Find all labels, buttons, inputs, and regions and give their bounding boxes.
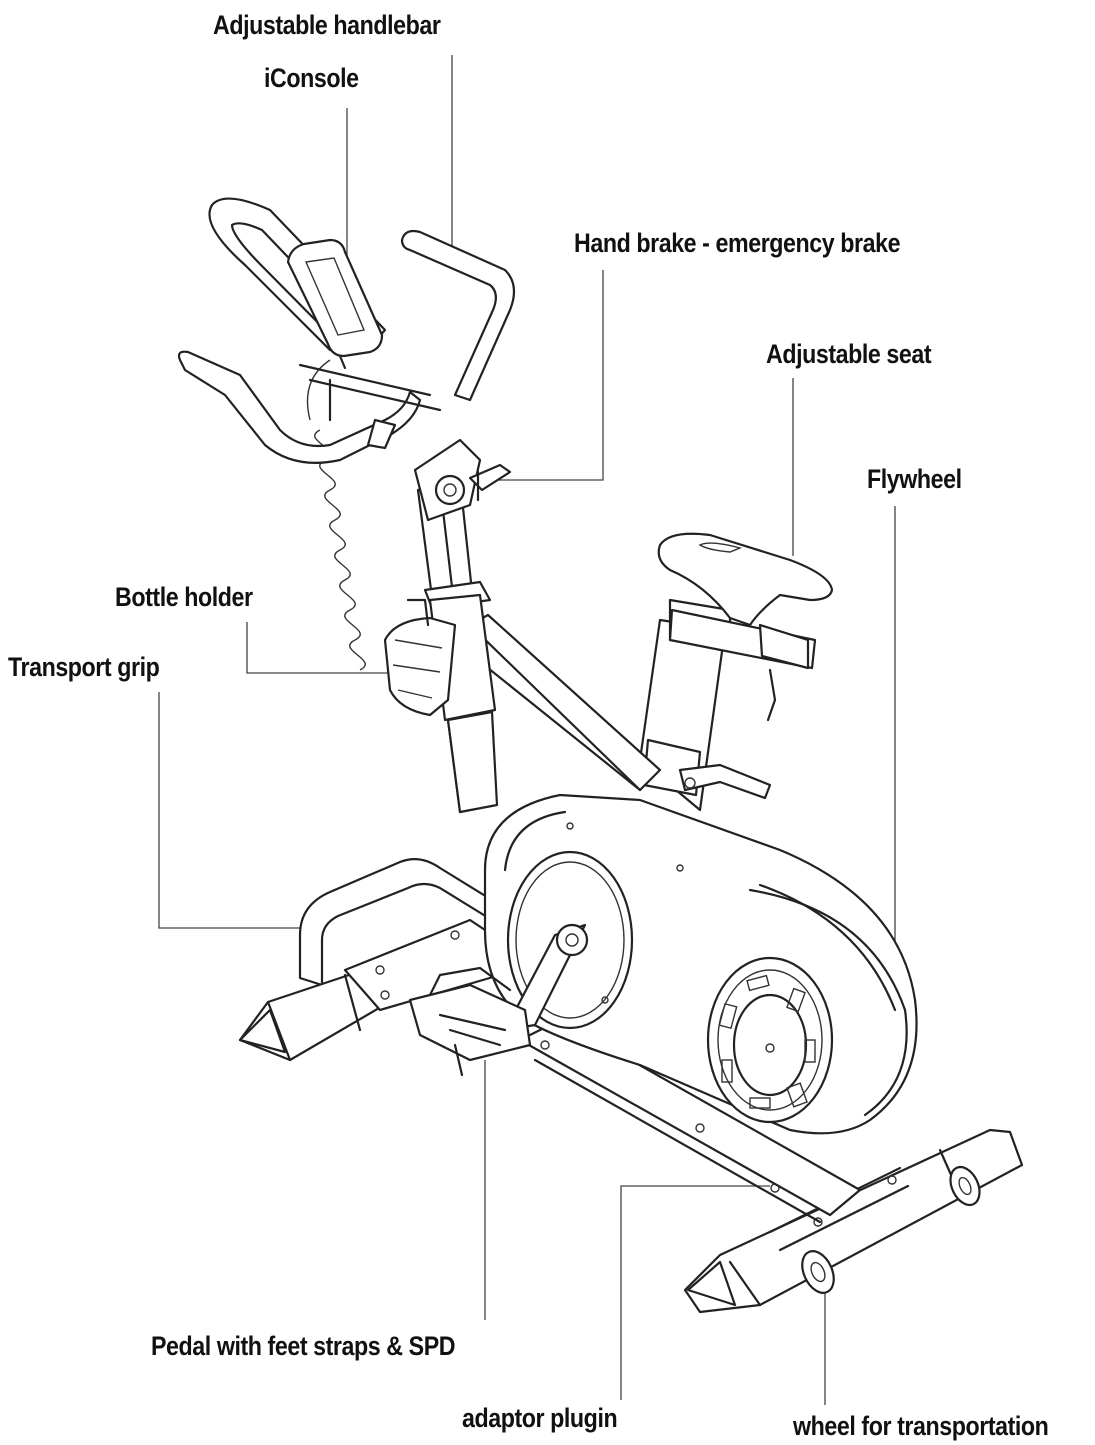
leader-hand-brake xyxy=(494,270,604,481)
leader-lines xyxy=(158,55,896,1405)
label-transport-grip: Transport grip xyxy=(8,652,160,682)
crank-and-pedal xyxy=(408,923,589,1077)
console-cable xyxy=(306,359,366,671)
leader-adaptor xyxy=(620,1185,770,1400)
seat-assembly xyxy=(638,532,834,812)
rear-base xyxy=(683,1128,1024,1314)
label-iconsole: iConsole xyxy=(264,63,359,93)
label-flywheel: Flywheel xyxy=(867,464,962,494)
leader-bottle-holder xyxy=(246,622,390,674)
leader-transport-grip xyxy=(158,692,300,929)
label-adaptor-plugin: adaptor plugin xyxy=(462,1403,618,1433)
iconsole-tablet xyxy=(286,238,384,370)
bottle-holder xyxy=(383,598,457,717)
label-wheel-transportation: wheel for transportation xyxy=(793,1411,1049,1441)
label-hand-brake: Hand brake - emergency brake xyxy=(574,228,901,258)
main-frame-tube xyxy=(468,613,662,792)
label-adjustable-seat: Adjustable seat xyxy=(766,339,932,369)
label-bottle-holder: Bottle holder xyxy=(115,582,253,612)
label-adjustable-handlebar: Adjustable handlebar xyxy=(213,10,441,40)
label-pedal: Pedal with feet straps & SPD xyxy=(151,1331,456,1361)
